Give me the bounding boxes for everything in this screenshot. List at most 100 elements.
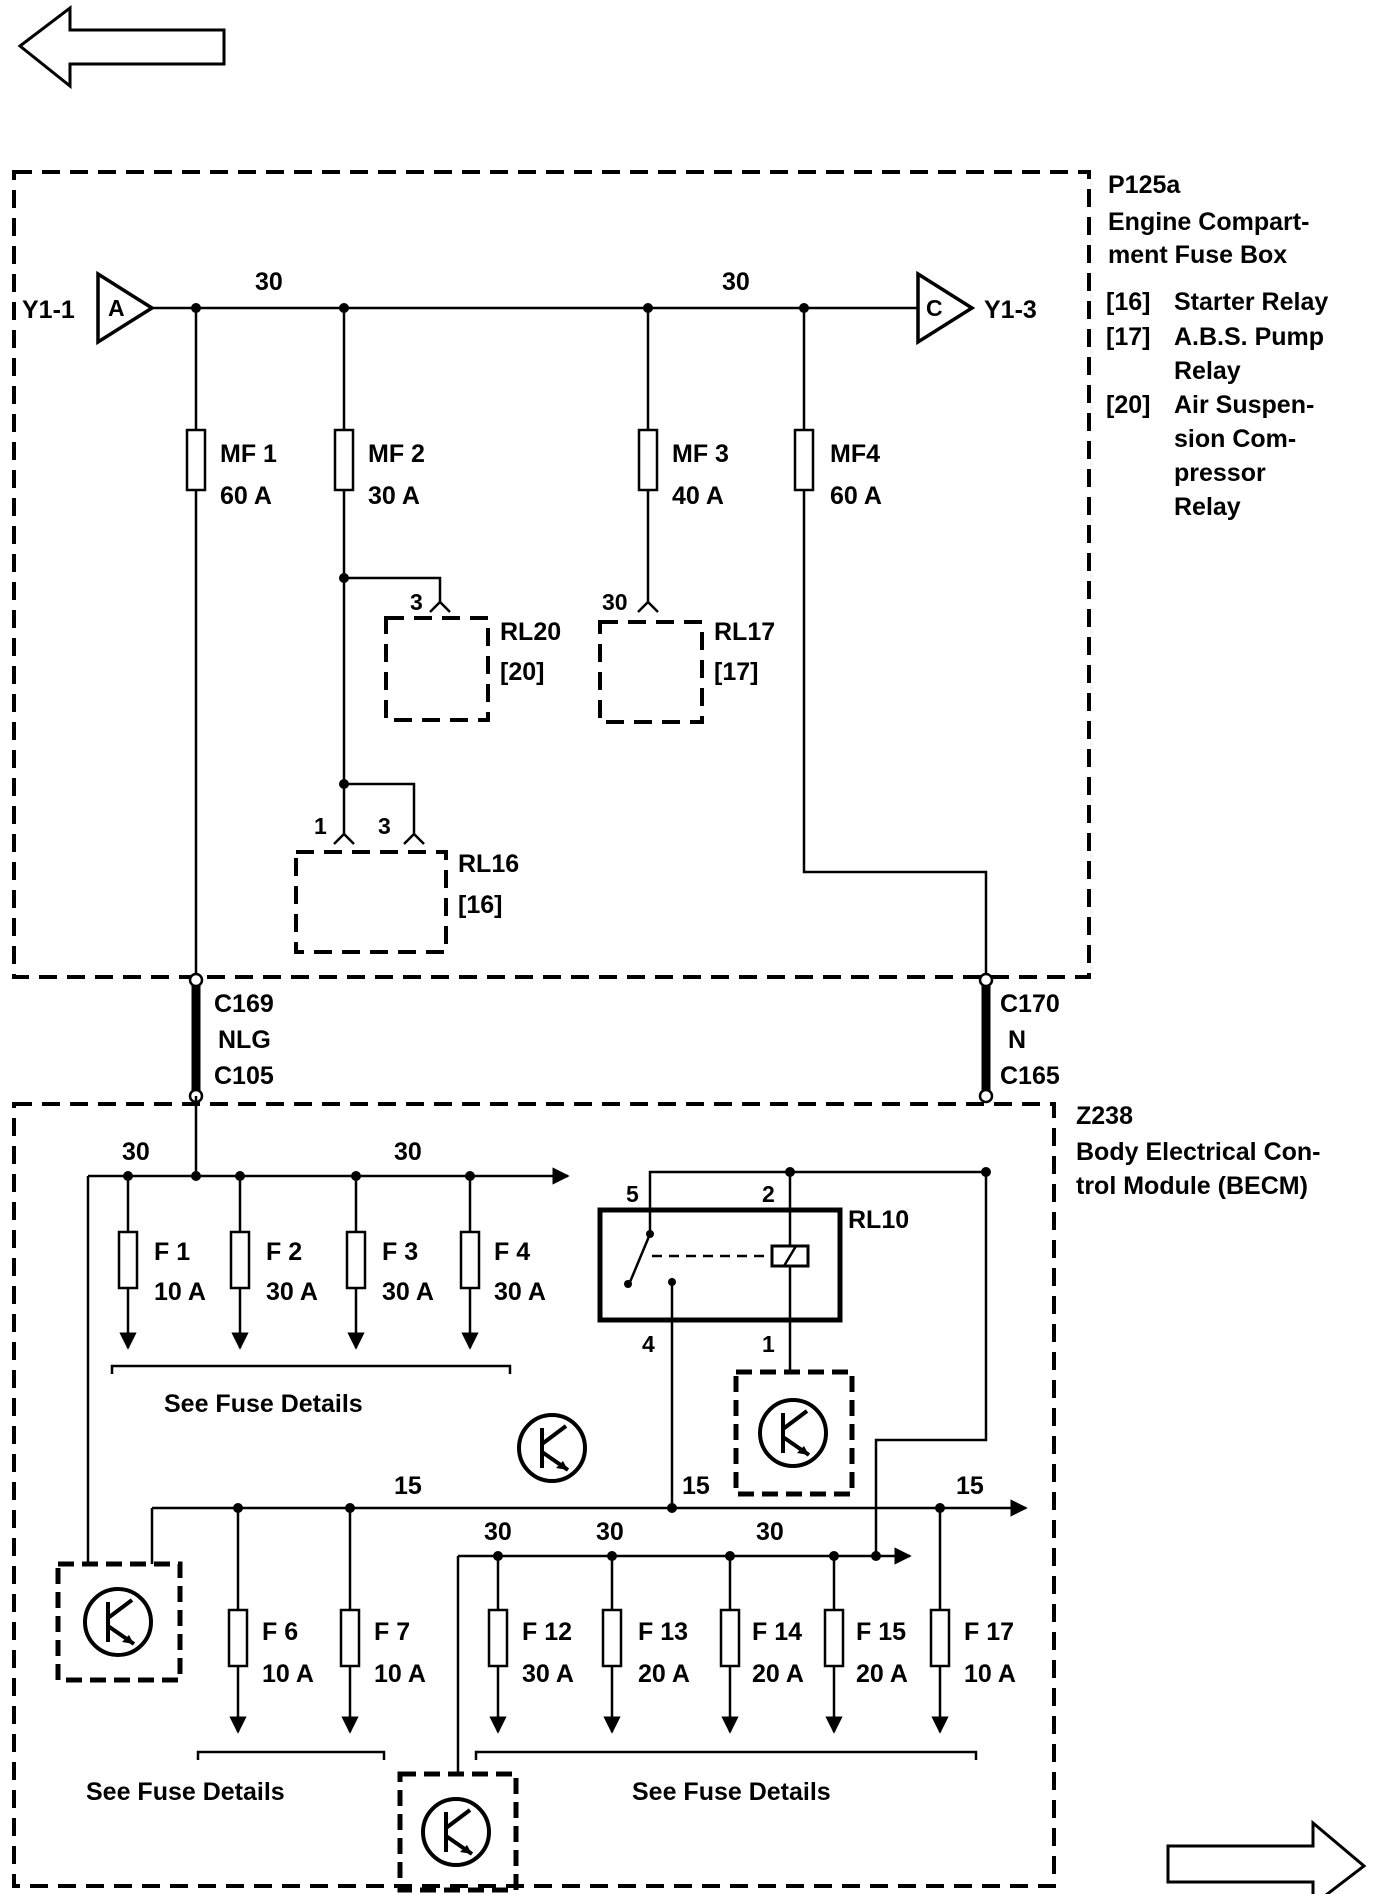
bracket bbox=[474, 1750, 978, 1760]
arrow-left-icon[interactable] bbox=[17, 4, 226, 90]
fuse-name: F 14 bbox=[752, 1618, 802, 1646]
fuse-rating: 60 A bbox=[830, 482, 882, 510]
fuse-rating: 20 A bbox=[856, 1660, 908, 1688]
legend-desc: Starter Relay bbox=[1174, 288, 1328, 316]
fuse-rating: 10 A bbox=[374, 1660, 426, 1688]
fuse-f7 bbox=[339, 1608, 361, 1668]
driver-module bbox=[55, 1561, 183, 1683]
fusebox-title: ment Fuse Box bbox=[1108, 241, 1287, 269]
relay-switch bbox=[628, 1233, 652, 1283]
relay-ref: [16] bbox=[458, 891, 502, 919]
fuse-rating: 20 A bbox=[752, 1660, 804, 1688]
fuse-f2 bbox=[229, 1230, 251, 1290]
connector-pin bbox=[978, 1088, 994, 1104]
junction bbox=[667, 1503, 677, 1513]
fuse-f14 bbox=[719, 1608, 741, 1668]
relay-pin: 2 bbox=[762, 1181, 775, 1207]
fuse-rating: 10 A bbox=[964, 1660, 1016, 1688]
see-fuse-details-link[interactable]: See Fuse Details bbox=[164, 1390, 363, 1418]
fuse-rating: 30 A bbox=[266, 1278, 318, 1306]
becm-boundary bbox=[12, 1102, 1056, 1888]
relay-name: RL16 bbox=[458, 850, 519, 878]
bus-label: 30 bbox=[122, 1138, 150, 1166]
fuse-f12 bbox=[487, 1608, 509, 1668]
legend-ref: [16] bbox=[1106, 288, 1150, 316]
relay-ref: [17] bbox=[714, 658, 758, 686]
connector-label: C169 bbox=[214, 990, 274, 1018]
transistor-icon bbox=[83, 1587, 153, 1657]
relay-pin: 1 bbox=[762, 1331, 775, 1357]
fuse-f4 bbox=[459, 1230, 481, 1290]
bus-label: 30 bbox=[394, 1138, 422, 1166]
legend-ref: [20] bbox=[1106, 391, 1150, 419]
transistor-icon bbox=[758, 1398, 828, 1468]
fuse-f1 bbox=[117, 1230, 139, 1290]
bus-label: 30 bbox=[255, 268, 283, 296]
relay-pin: 4 bbox=[642, 1331, 655, 1357]
fuse-name: F 6 bbox=[262, 1618, 298, 1646]
junction bbox=[981, 1167, 991, 1177]
see-fuse-details-link[interactable]: See Fuse Details bbox=[632, 1778, 831, 1806]
fuse-name: F 17 bbox=[964, 1618, 1014, 1646]
connector-label: N bbox=[1008, 1026, 1026, 1054]
junction bbox=[191, 1171, 201, 1181]
fusebox-boundary bbox=[12, 170, 1091, 979]
connector-pin bbox=[978, 972, 994, 988]
flag-in-letter: A bbox=[108, 295, 125, 321]
legend-desc: sion Com- bbox=[1174, 425, 1296, 453]
wire bbox=[344, 576, 442, 604]
relay-rl10 bbox=[597, 1207, 843, 1323]
wire bbox=[344, 782, 416, 836]
relay-pin-fork bbox=[637, 600, 659, 613]
fuse-mf1 bbox=[185, 428, 207, 492]
becm-code: Z238 bbox=[1076, 1102, 1133, 1130]
bracket bbox=[196, 1750, 386, 1760]
fuse-name: MF 2 bbox=[368, 440, 425, 468]
fuse-name: MF4 bbox=[830, 440, 880, 468]
bus-label: 15 bbox=[956, 1472, 984, 1500]
fusebox-title: Engine Compart- bbox=[1108, 208, 1309, 236]
relay-rl20 bbox=[384, 616, 490, 722]
fuse-rating: 30 A bbox=[382, 1278, 434, 1306]
relay-rl17 bbox=[598, 620, 704, 724]
flag-out-letter: C bbox=[926, 295, 943, 321]
fuse-name: MF 3 bbox=[672, 440, 729, 468]
junction bbox=[871, 1551, 881, 1561]
wire bbox=[874, 1176, 988, 1556]
relay-name: RL20 bbox=[500, 618, 561, 646]
connector-label: C170 bbox=[1000, 990, 1060, 1018]
becm-title: trol Module (BECM) bbox=[1076, 1172, 1308, 1200]
fuse-name: F 7 bbox=[374, 1618, 410, 1646]
becm-title: Body Electrical Con- bbox=[1076, 1138, 1321, 1166]
bus-label: 30 bbox=[756, 1518, 784, 1546]
fuse-rating: 30 A bbox=[494, 1278, 546, 1306]
fuse-f13 bbox=[601, 1608, 623, 1668]
connector-label: NLG bbox=[218, 1026, 271, 1054]
see-fuse-details-link[interactable]: See Fuse Details bbox=[86, 1778, 285, 1806]
legend-desc: A.B.S. Pump bbox=[1174, 323, 1324, 351]
fuse-rating: 60 A bbox=[220, 482, 272, 510]
relay-pin-fork bbox=[333, 832, 355, 845]
relay-rl16 bbox=[294, 850, 448, 954]
arrow-right-icon[interactable] bbox=[1166, 1819, 1367, 1894]
driver-module bbox=[733, 1369, 855, 1497]
fuse-name: F 3 bbox=[382, 1238, 418, 1266]
legend-ref: [17] bbox=[1106, 323, 1150, 351]
fuse-f15 bbox=[823, 1608, 845, 1668]
relay-name: RL17 bbox=[714, 618, 775, 646]
coil-slash bbox=[782, 1245, 798, 1267]
fuse-name: F 2 bbox=[266, 1238, 302, 1266]
pin-out-label: Y1-3 bbox=[984, 296, 1037, 324]
transistor-icon bbox=[517, 1413, 587, 1483]
bus-label: 30 bbox=[484, 1518, 512, 1546]
fuse-name: F 1 bbox=[154, 1238, 190, 1266]
relay-pin: 30 bbox=[602, 589, 628, 615]
wire bbox=[802, 308, 988, 980]
legend-desc: pressor bbox=[1174, 459, 1266, 487]
transistor-icon bbox=[421, 1797, 491, 1867]
fuse-f6 bbox=[227, 1608, 249, 1668]
fuse-rating: 20 A bbox=[638, 1660, 690, 1688]
relay-pin: 3 bbox=[410, 589, 423, 615]
fuse-rating: 30 A bbox=[368, 482, 420, 510]
